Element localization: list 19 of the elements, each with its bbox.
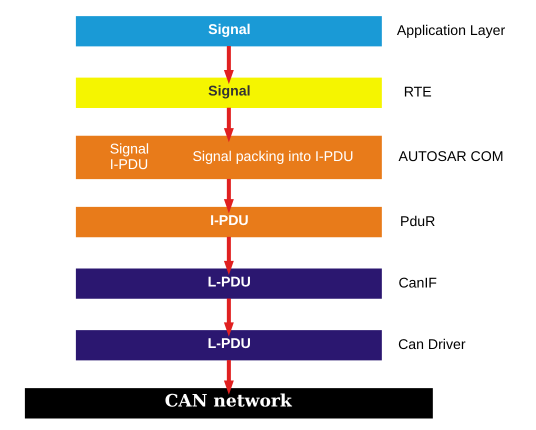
arrow [223, 298, 234, 336]
node-label: RTE [403, 83, 432, 100]
arrow [223, 360, 234, 394]
node-label: CanIF [398, 274, 436, 290]
node-box: CAN network [24, 388, 432, 418]
node-label: PduR [400, 212, 435, 228]
node-box: Signal [75, 77, 382, 108]
arrow [223, 107, 234, 142]
node-box: L-PDU [75, 330, 382, 360]
arrow [223, 46, 234, 84]
node-box: Signal [75, 16, 382, 46]
node-label: AUTOSAR COM [398, 148, 503, 164]
node-box: Signal I-PDU Signal packing into I-PDU [75, 135, 382, 179]
arrow [223, 236, 234, 275]
node-box: I-PDU [75, 206, 382, 237]
node-label: Can Driver [398, 335, 466, 352]
arrow [223, 178, 234, 213]
node-box: L-PDU [75, 268, 382, 298]
node-label: Application Layer [396, 21, 505, 38]
